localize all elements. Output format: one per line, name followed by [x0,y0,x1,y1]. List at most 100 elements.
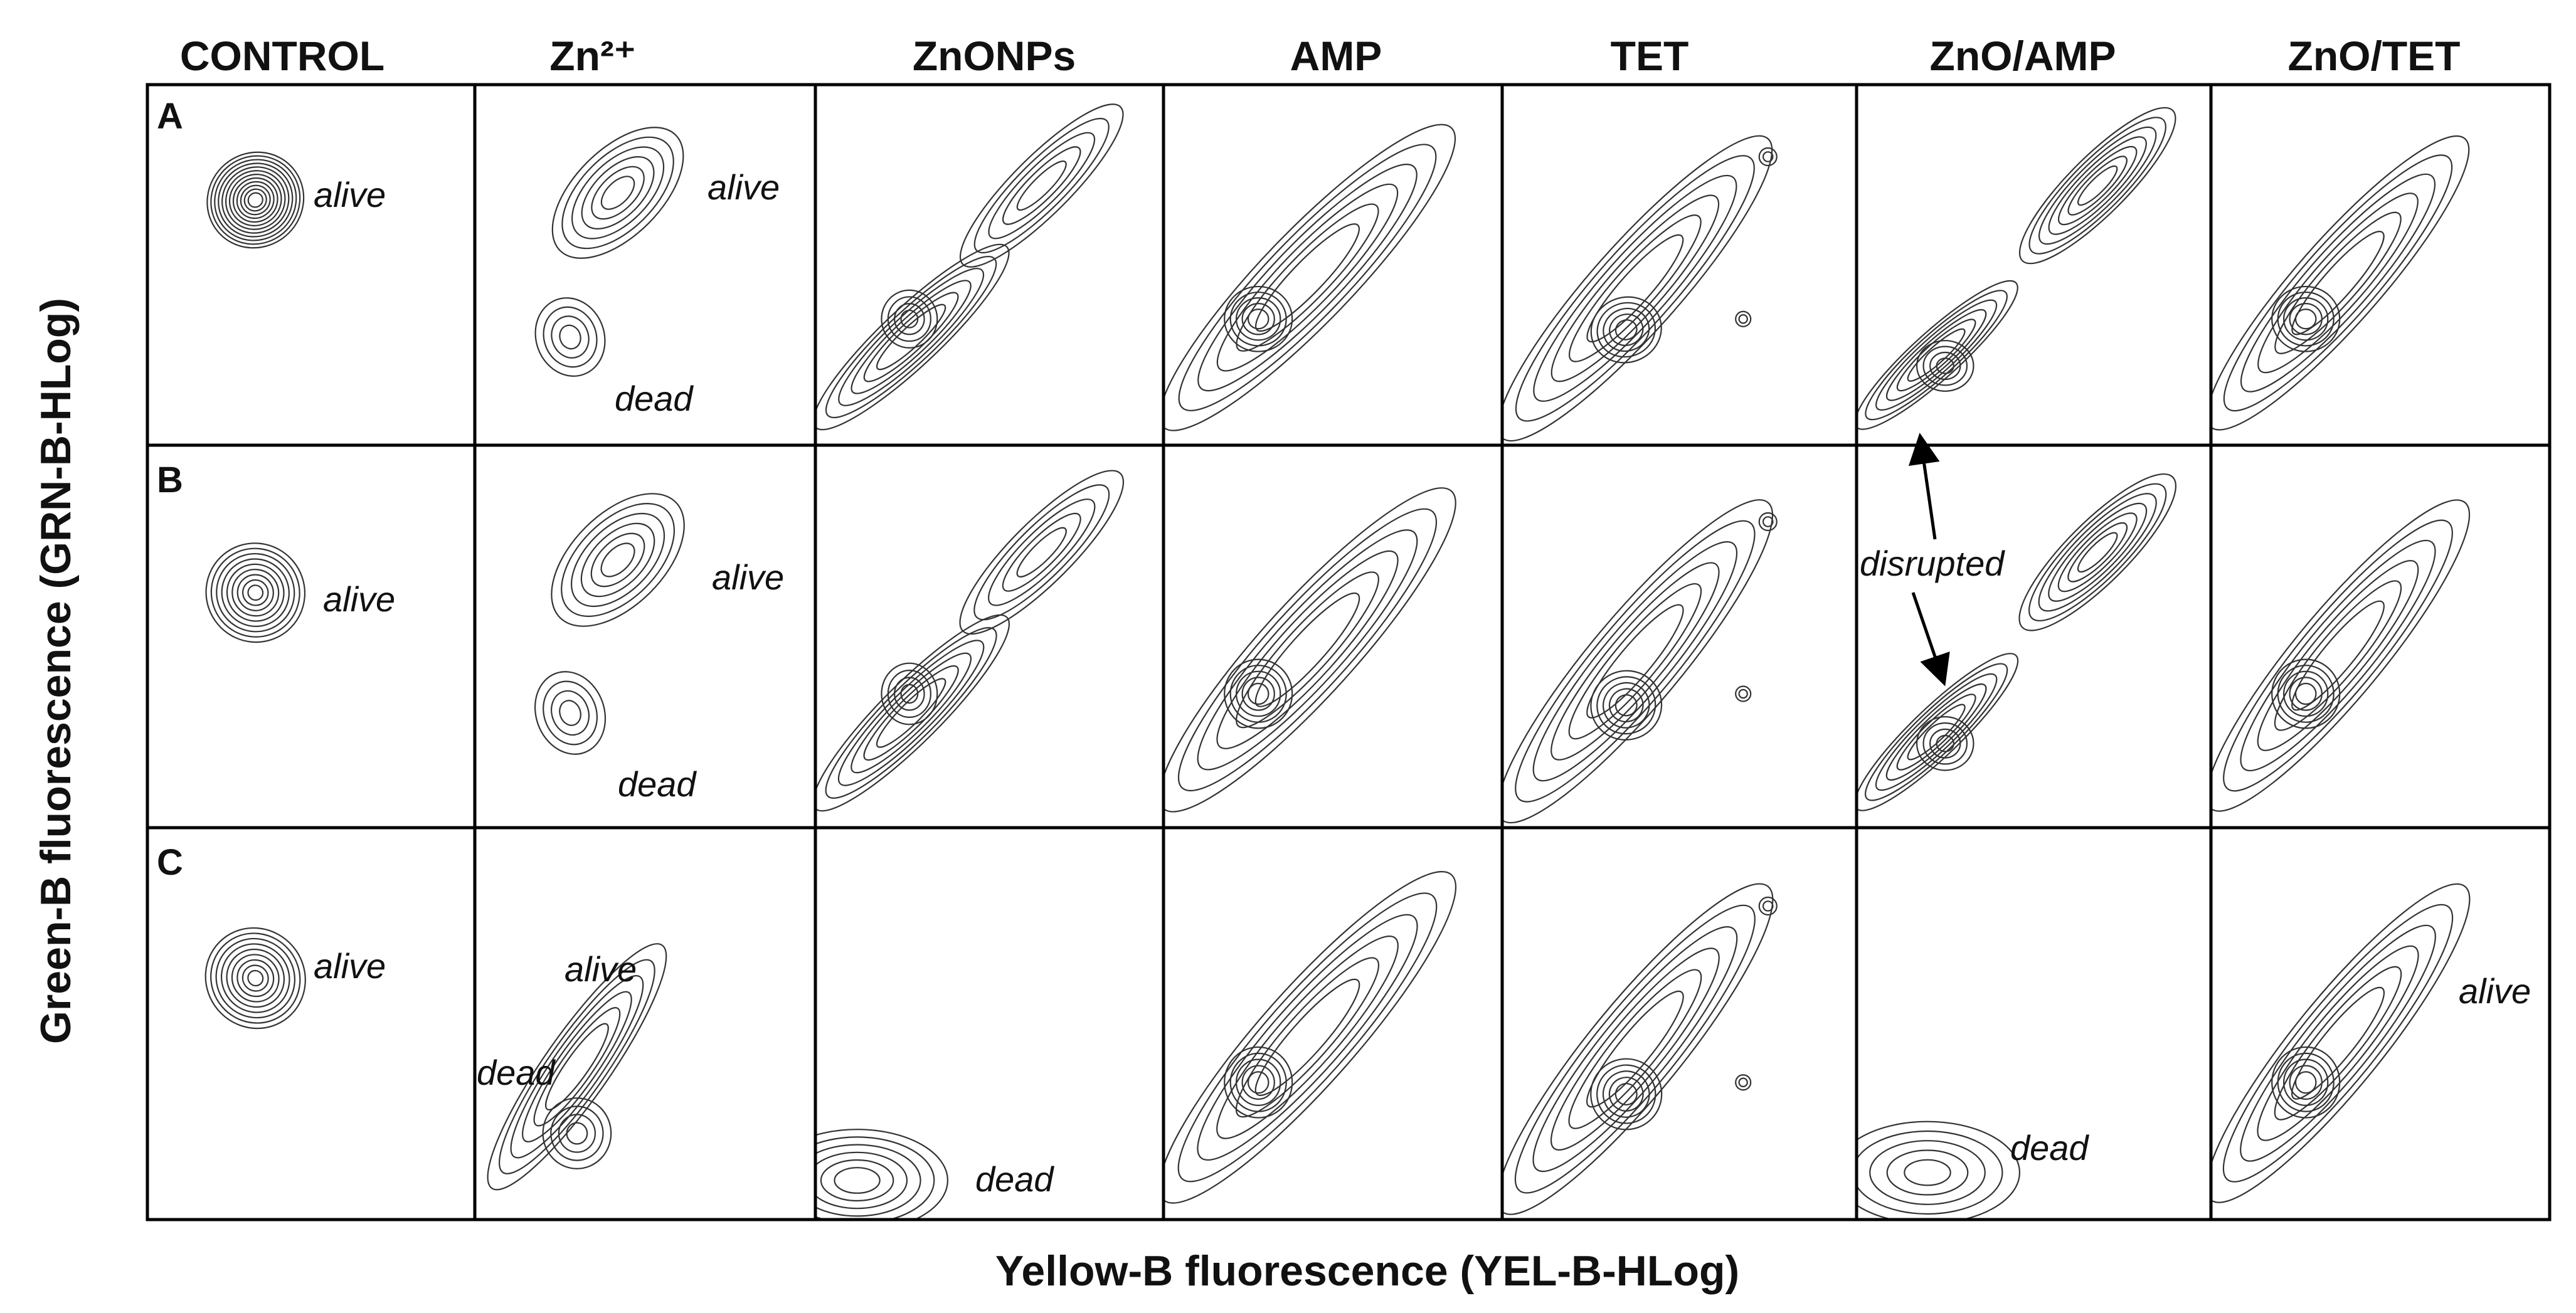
panel-contours [815,103,1124,431]
contour-line [1568,969,1702,1129]
contour-line [1590,296,1662,364]
contour-line [231,954,280,1003]
contour-line [887,669,931,718]
contour-line [232,177,278,223]
contour-line [1916,340,1974,392]
contour-line [2223,154,2453,412]
contour-line [1016,527,1067,577]
contour-line [1550,562,1720,761]
contour-line [566,1122,588,1145]
contour-line [551,315,590,359]
contour-line [241,964,269,992]
contour-line [534,671,607,755]
panel-contours [1163,487,1456,813]
contour-line [1235,1058,1281,1106]
contour-line [1922,345,1968,386]
contour-line [590,532,645,588]
contour-line [2294,682,2317,705]
contour-line [571,512,665,608]
contour-line [1864,663,2008,801]
contour-line [2240,173,2436,393]
panel-contours [1502,883,1778,1215]
contour-line [2277,665,2335,723]
contour-line [2038,126,2157,245]
contour-line [1197,529,1418,771]
contour-line [1936,734,1954,752]
contour-line [2211,499,2471,812]
contour-line [1614,319,1638,340]
contour-line [2294,1071,2317,1094]
contour-line [1229,1052,1287,1112]
contour-line [1216,550,1399,749]
contour-line [1177,508,1438,792]
contour-line [1596,302,1656,358]
contour-line [1236,203,1379,352]
contour-line [231,569,280,617]
contour-line [218,162,294,238]
contour-line [2289,677,2323,711]
contour-line [2277,1052,2335,1112]
contour-line [1869,1140,1986,1205]
contour-line [1758,512,1778,532]
contour-line [2028,117,2166,255]
contour-line [2291,600,2385,711]
contour-line [863,292,959,382]
contour-line [216,552,295,633]
contour-line [973,117,1110,254]
contour-line [551,127,684,259]
contour-line [510,975,644,1159]
panel-contours [206,151,305,249]
panel-contours [815,470,1125,812]
label-alive: alive [314,175,386,214]
contour-line [1907,328,1966,382]
contour-line [2028,483,2167,622]
panel-contours [815,1129,948,1220]
panel-contours [1163,871,1457,1204]
contour-line [559,324,581,350]
contour-line [2211,883,2471,1203]
contour-line [1533,174,1737,402]
contour-line [1904,1159,1951,1186]
contour-line [1936,357,1954,374]
contour-line [900,309,919,329]
panel-contours [2211,499,2471,812]
contour-line [1247,682,1269,705]
contour-line [1224,658,1293,729]
contour-line [815,243,1010,431]
label-alive: alive [564,949,637,989]
contour-line [988,132,1096,240]
contour-line [2274,211,2402,354]
label-dead: dead [2010,1128,2089,1168]
contour-line [2057,512,2138,593]
contour-line [215,937,296,1019]
contour-line [1502,883,1774,1215]
col-header-control: CONTROL [180,33,384,79]
contour-line [1596,676,1656,735]
contour-line [558,1114,596,1153]
contour-line [900,683,919,704]
contour-line [1241,1065,1275,1100]
contour-line [1896,319,1976,392]
contour-line [1916,716,1974,771]
contour-line [2291,231,2385,335]
contour-line [543,306,598,368]
contour-line [1224,1046,1293,1119]
contour-line [2257,192,2419,374]
contour-line [228,174,282,226]
contour-line [1907,704,1966,761]
contour-line [1602,1070,1650,1118]
contour-line [522,991,632,1142]
contour-line [1857,1130,2003,1215]
annotations: alive alive dead alive alive dead alive … [314,167,2531,1199]
disrupted-arrow-down [1911,592,1950,687]
contour-line [1586,604,1684,719]
contour-line [1929,351,1961,381]
contour-line [1163,487,1456,813]
contour-line [1762,900,1774,912]
contour-line [2289,1065,2323,1100]
col-header-znonps: ZnONPs [913,33,1076,79]
contour-line [876,303,946,371]
contour-line [241,579,269,606]
contour-line [1614,1082,1638,1105]
contour-line [2077,532,2118,573]
